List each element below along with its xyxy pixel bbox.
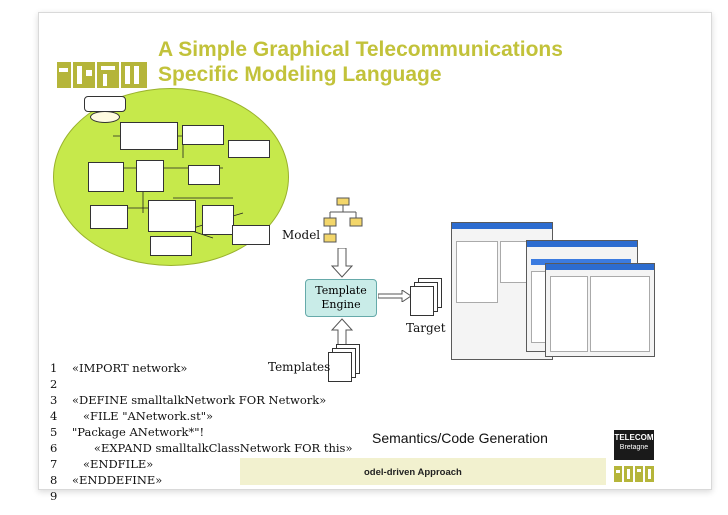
code-text: «EXPAND smalltalkClassNetwork FOR this» (72, 441, 353, 455)
code-text: «IMPORT network» (72, 361, 188, 375)
templates-label: Templates (268, 360, 331, 374)
uml-class-box (202, 205, 234, 235)
footer-bar (240, 458, 606, 485)
line-number: 4 (50, 409, 58, 423)
school-logo-small-icon (614, 466, 654, 482)
uml-class-box (188, 165, 220, 185)
line-number: 5 (50, 425, 58, 439)
uml-class-box (232, 225, 270, 245)
ide-screenshot (545, 263, 655, 357)
uml-class-box (182, 125, 224, 145)
title-line-1: A Simple Graphical Telecommunications (158, 38, 563, 61)
line-number: 2 (50, 377, 58, 391)
uml-class-box (228, 140, 270, 158)
code-line: 3 «DEFINE smalltalkNetwork FOR Network» (50, 392, 326, 408)
code-line: 5 "Package ANetwork*"! (50, 424, 204, 440)
engine-label-line-1: Template (315, 284, 367, 297)
footer-text: odel-driven Approach (364, 467, 462, 478)
title-line-2: Specific Modeling Language (158, 63, 442, 86)
window-titlebar (452, 223, 552, 229)
templates-document-icon (328, 352, 352, 382)
target-label: Target (406, 321, 446, 335)
code-line: 1 «IMPORT network» (50, 360, 187, 376)
engine-label-line-2: Engine (321, 298, 361, 311)
uml-class-box (148, 200, 196, 232)
code-text: «ENDDEFINE» (72, 473, 163, 487)
logo-bottom-text: Bretagne (619, 444, 649, 451)
line-number: 1 (50, 361, 58, 375)
uml-class-box (90, 205, 128, 229)
telecom-bretagne-logo: TELECOM Bretagne (614, 430, 654, 460)
package-label (90, 111, 120, 123)
arrow-down-icon (330, 248, 354, 278)
arrow-right-icon (378, 290, 412, 302)
line-number: 6 (50, 441, 58, 455)
code-line: 7 «ENDFILE» (50, 456, 153, 472)
window-titlebar (546, 264, 654, 270)
template-engine-box: Template Engine (305, 279, 377, 317)
model-label: Model (282, 228, 321, 242)
code-line: 2 (50, 376, 72, 392)
code-line: 6 «EXPAND smalltalkClassNetwork FOR this… (50, 440, 353, 456)
code-text: «DEFINE smalltalkNetwork FOR Network» (72, 393, 327, 407)
uml-class-box (150, 236, 192, 256)
uml-class-box (120, 122, 178, 150)
uml-class-box (136, 160, 164, 192)
school-logo-icon (57, 62, 147, 88)
code-text: "Package ANetwork*"! (72, 425, 205, 439)
code-text: «FILE "ANetwork.st"» (72, 409, 214, 423)
slide-title: A Simple Graphical Telecommunications Sp… (158, 37, 678, 87)
slide-caption: Semantics/Code Generation (372, 430, 548, 446)
logo-top-text: TELECOM (614, 433, 654, 442)
line-number: 7 (50, 457, 58, 471)
code-line: 4 «FILE "ANetwork.st"» (50, 408, 213, 424)
code-line: 8 «ENDDEFINE» (50, 472, 162, 488)
code-line: 9 (50, 488, 72, 504)
model-tree-icon (323, 197, 363, 243)
uml-class-box (88, 162, 124, 192)
line-number: 3 (50, 393, 58, 407)
code-text: «ENDFILE» (72, 457, 154, 471)
line-number: 8 (50, 473, 58, 487)
line-number: 9 (50, 489, 58, 503)
window-titlebar (527, 241, 637, 247)
target-document-icon (410, 286, 434, 316)
